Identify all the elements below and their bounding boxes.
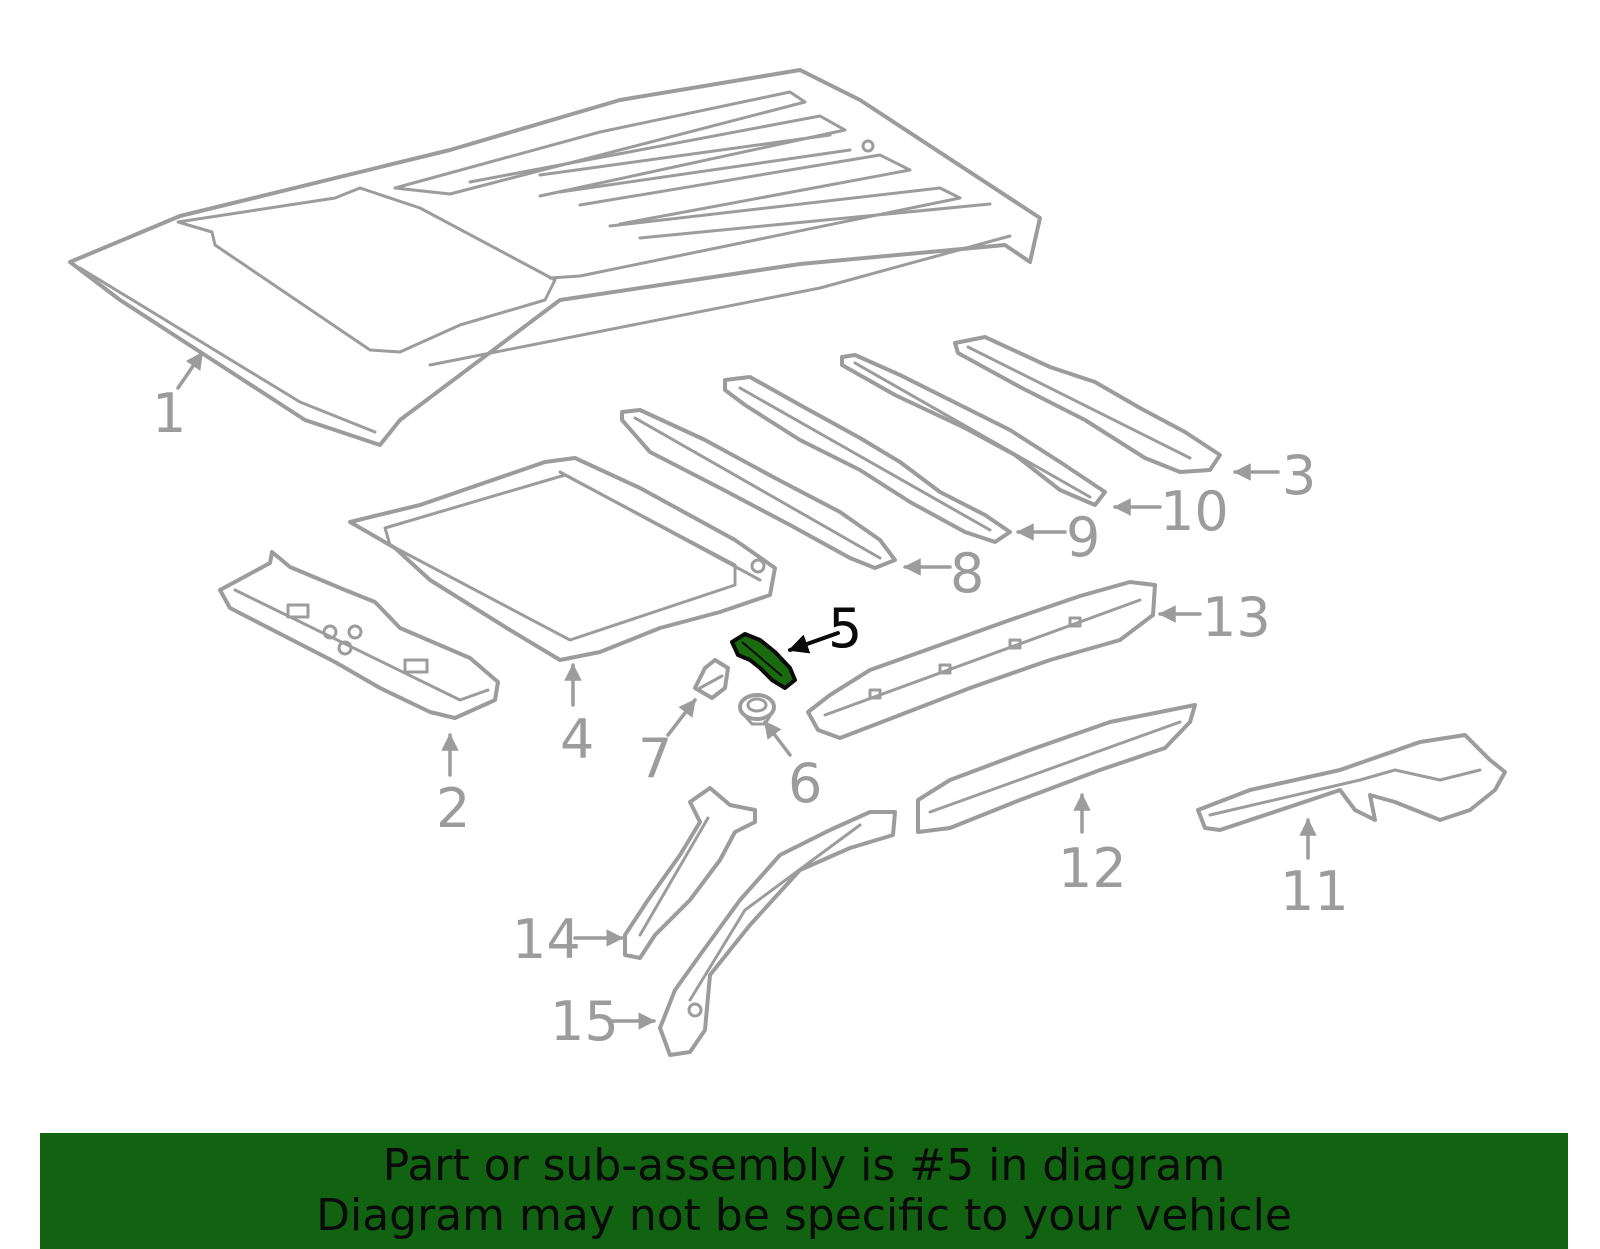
banner-line-disclaimer: Diagram may not be specific to your vehi… <box>316 1190 1292 1241</box>
part-6-grommet[interactable] <box>738 693 776 726</box>
callout-14: 14 <box>512 908 581 971</box>
callout-7: 7 <box>638 727 672 790</box>
part-5-bracket-highlighted[interactable] <box>730 632 797 690</box>
callout-11: 11 <box>1280 860 1349 923</box>
part-10-roof-bow[interactable] <box>840 353 1107 507</box>
callout-9: 9 <box>1066 506 1100 569</box>
part-7-clip[interactable] <box>693 658 730 700</box>
callout-6: 6 <box>788 752 822 815</box>
part-2-front-header[interactable] <box>218 550 500 720</box>
callout-12: 12 <box>1058 837 1127 900</box>
callout-13: 13 <box>1202 586 1271 649</box>
info-banner: Part or sub-assembly is #5 in diagram Di… <box>40 1133 1568 1249</box>
callout-10: 10 <box>1160 480 1229 543</box>
part-8-roof-bow[interactable] <box>620 408 897 570</box>
callout-4: 4 <box>560 708 594 771</box>
banner-line-part-number: Part or sub-assembly is #5 in diagram <box>382 1140 1226 1191</box>
callout-8: 8 <box>950 542 984 605</box>
callout-5: 5 <box>828 597 862 660</box>
part-4-sunroof-frame[interactable] <box>348 456 777 662</box>
part-3-rear-roof-bow[interactable] <box>953 335 1222 474</box>
callout-1: 1 <box>152 382 186 445</box>
part-1-roof-panel[interactable] <box>68 68 1042 447</box>
callout-2: 2 <box>436 777 470 840</box>
part-12-side-rail[interactable] <box>916 703 1197 834</box>
leader-lines <box>176 351 1317 1030</box>
part-9-roof-bow[interactable] <box>723 375 1012 544</box>
callout-15: 15 <box>550 990 619 1053</box>
part-15-pillar[interactable] <box>658 810 897 1057</box>
part-13-side-rail[interactable] <box>806 580 1157 740</box>
callout-3: 3 <box>1282 444 1316 507</box>
part-14-pillar-reinforcement[interactable] <box>623 786 757 960</box>
part-11-rear-rail[interactable] <box>1196 733 1507 832</box>
